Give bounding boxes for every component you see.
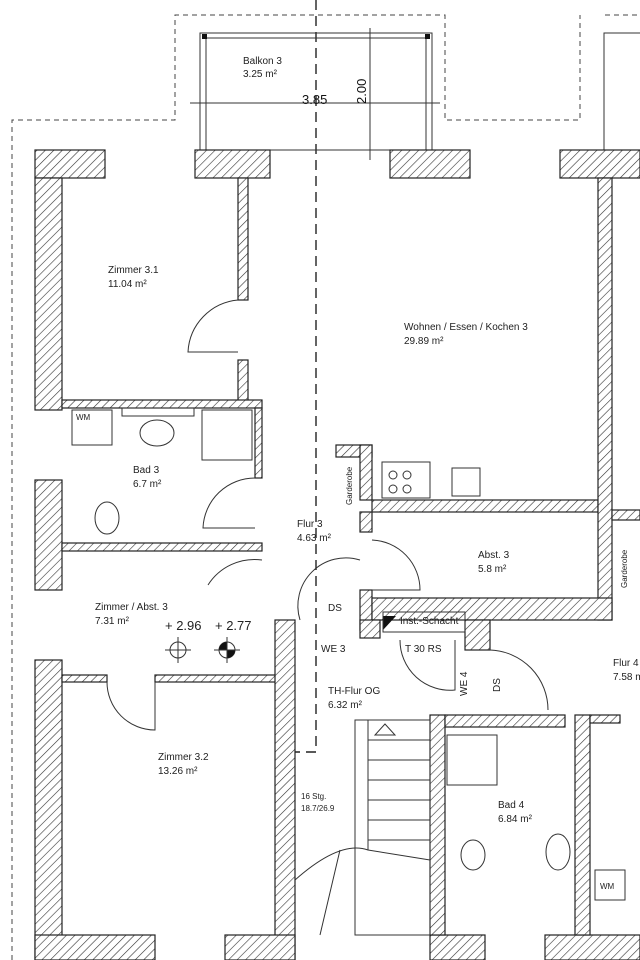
inst-schacht-label: Inst.-Schacht bbox=[400, 616, 459, 627]
level-value-2: + 2.77 bbox=[215, 618, 252, 633]
garderobe-label: Garderobe bbox=[345, 466, 354, 505]
room-name-thflur: TH-Flur OG bbox=[328, 686, 380, 697]
staircase bbox=[294, 719, 431, 936]
room-area-thflur: 6.32 m² bbox=[328, 700, 363, 711]
room-area-wohnen: 29.89 m² bbox=[404, 336, 444, 347]
walls bbox=[34, 149, 640, 960]
fire-door-label: T 30 RS bbox=[405, 644, 442, 655]
room-name-flur4: Flur 4 bbox=[613, 658, 639, 669]
room-name-balkon: Balkon 3 bbox=[243, 56, 282, 67]
door-swings bbox=[106, 299, 549, 731]
fixtures bbox=[71, 407, 626, 901]
we4-label: WE 4 bbox=[459, 671, 470, 696]
room-area-zimmer-abst3: 7.31 m² bbox=[95, 616, 130, 627]
room-area-bad4: 6.84 m² bbox=[498, 814, 533, 825]
we3-label: WE 3 bbox=[321, 644, 346, 655]
roof-outline bbox=[11, 14, 640, 960]
stairs-ratio: 18.7/26.9 bbox=[301, 804, 335, 813]
room-area-flur3: 4.63 m² bbox=[297, 533, 332, 544]
garderobe-label-2: Garderobe bbox=[620, 549, 629, 588]
dimension-depth: 2.00 bbox=[354, 79, 369, 104]
room-name-abst3: Abst. 3 bbox=[478, 550, 510, 561]
level-marker-1 bbox=[165, 637, 191, 663]
room-area-zimmer31: 11.04 m² bbox=[108, 279, 147, 290]
room-area-abst3: 5.8 m² bbox=[478, 564, 507, 575]
room-name-zimmer-abst3: Zimmer / Abst. 3 bbox=[95, 602, 168, 613]
room-area-balkon: 3.25 m² bbox=[243, 69, 278, 80]
ds-label: DS bbox=[328, 603, 342, 614]
room-name-flur3: Flur 3 bbox=[297, 519, 323, 530]
level-marker-2 bbox=[214, 637, 240, 663]
room-area-bad3: 6.7 m² bbox=[133, 479, 162, 490]
washing-machine-label-2: WM bbox=[600, 882, 615, 891]
room-name-bad4: Bad 4 bbox=[498, 800, 525, 811]
balcony bbox=[190, 28, 640, 160]
room-name-zimmer31: Zimmer 3.1 bbox=[108, 265, 159, 276]
dimension-width: 3.85 bbox=[302, 92, 327, 107]
room-area-zimmer32: 13.26 m² bbox=[158, 766, 198, 777]
room-name-bad3: Bad 3 bbox=[133, 465, 160, 476]
level-value-1: + 2.96 bbox=[165, 618, 202, 633]
stairs-count: 16 Stg. bbox=[301, 792, 326, 801]
ds-label-2: DS bbox=[492, 678, 503, 692]
washing-machine-label: WM bbox=[76, 413, 91, 422]
room-name-wohnen: Wohnen / Essen / Kochen 3 bbox=[404, 322, 528, 333]
room-name-zimmer32: Zimmer 3.2 bbox=[158, 752, 209, 763]
room-area-flur4: 7.58 m bbox=[613, 672, 640, 683]
